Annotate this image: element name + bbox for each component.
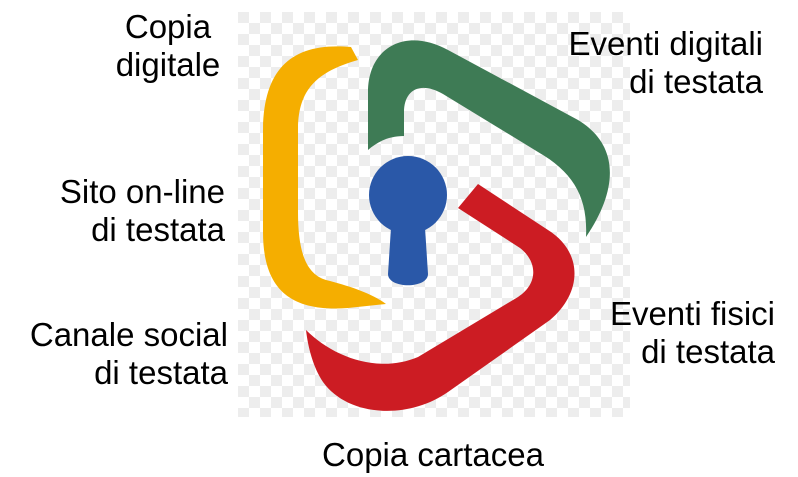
label-canale-social-line1: Canale social [29,316,228,353]
label-eventi-digitali: Eventi digitali di testata [555,25,763,101]
yellow-arc [263,46,386,309]
label-copia-digitale-line2: digitale [115,46,221,83]
keyhole-icon [369,156,447,286]
label-sito-online-line2: di testata [91,211,225,248]
green-arc [368,40,610,237]
label-copia-digitale-line1: Copia [124,8,212,45]
label-eventi-digitali-line1: Eventi digitali [568,25,763,62]
label-canale-social-line2: di testata [94,354,228,391]
label-sito-online: Sito on-line di testata [20,173,225,249]
label-copia-cartacea: Copia cartacea [298,436,568,474]
label-canale-social: Canale social di testata [0,316,228,392]
label-copia-digitale: Copia digitale [108,8,228,84]
triple-arc-keyhole-logo [238,12,630,417]
label-eventi-fisici-line1: Eventi fisici [609,295,775,332]
label-eventi-digitali-line2: di testata [629,63,763,100]
label-sito-online-line1: Sito on-line [59,173,225,210]
red-arc [306,184,575,411]
logo-graphic [238,12,630,417]
label-copia-cartacea-line1: Copia cartacea [322,436,544,473]
label-eventi-fisici-line2: di testata [641,333,775,370]
label-eventi-fisici: Eventi fisici di testata [565,295,775,371]
